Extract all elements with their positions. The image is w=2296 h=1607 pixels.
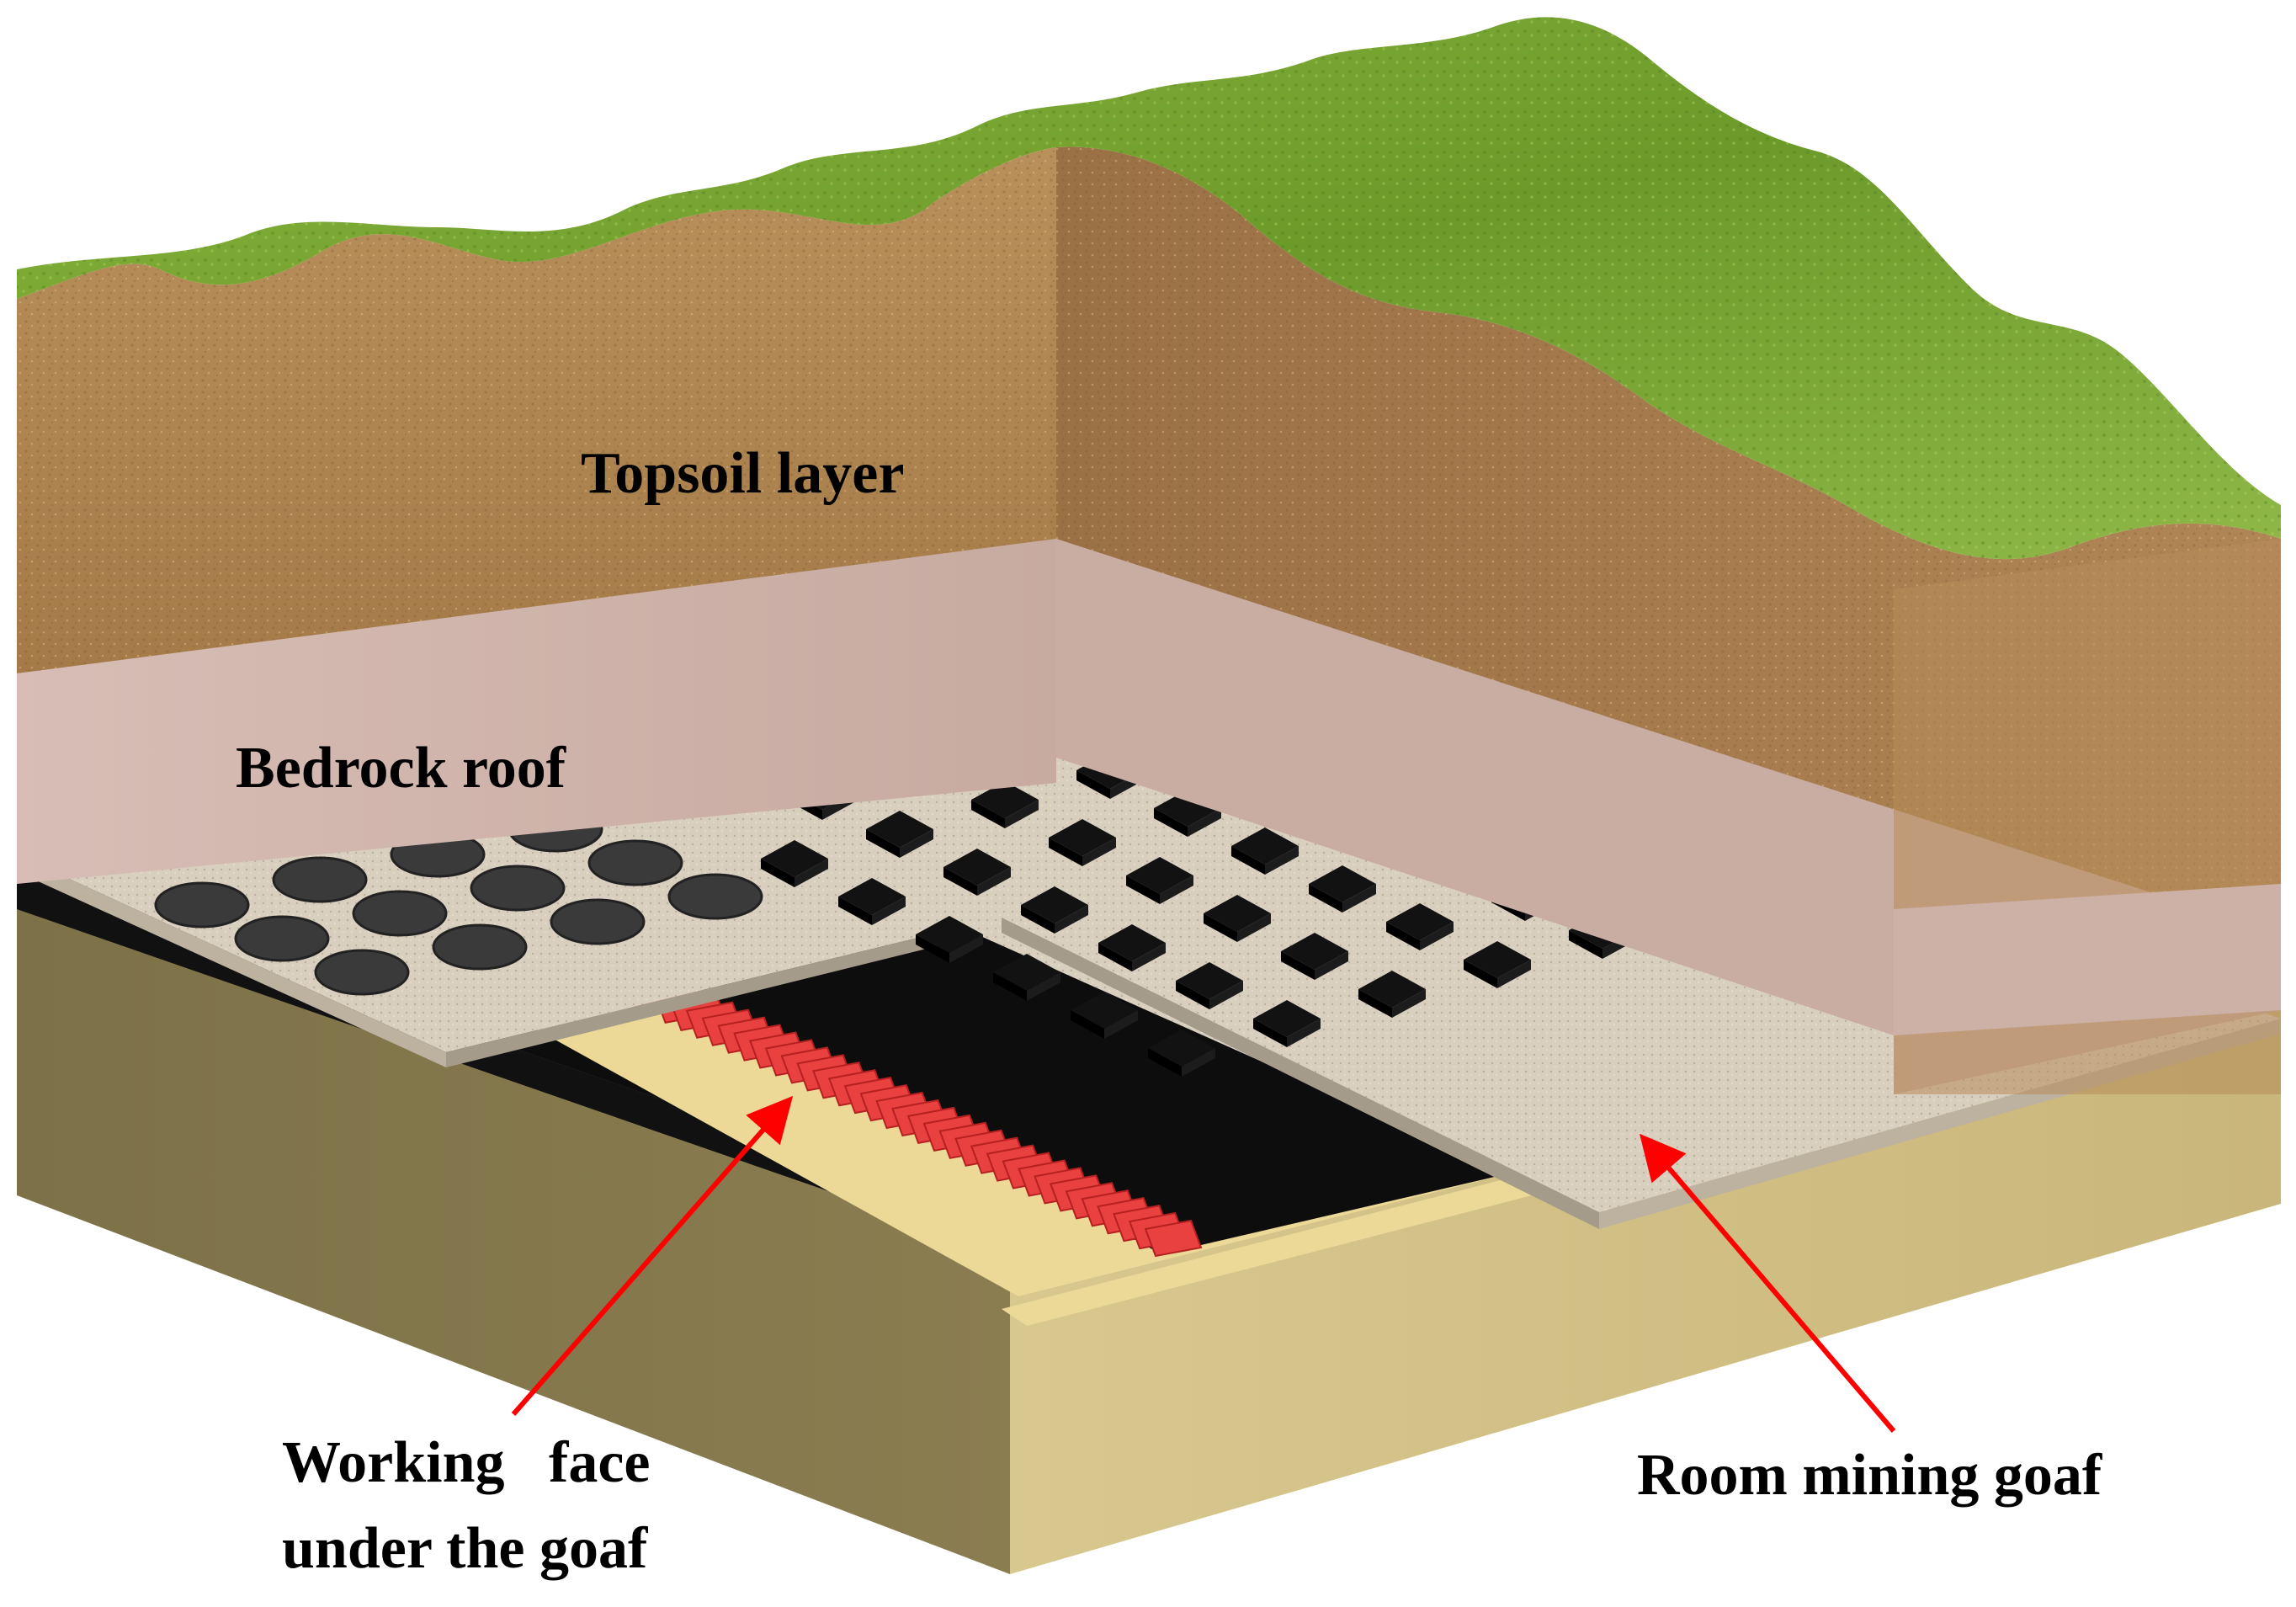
square-pillar-side bbox=[916, 934, 949, 963]
square-pillar-side bbox=[838, 897, 872, 925]
rounded-pillar bbox=[587, 839, 683, 886]
working-face-label-line1: Working face bbox=[282, 1430, 650, 1495]
room-goaf-label: Room mining goaf bbox=[1637, 1443, 2102, 1508]
rounded-pillar bbox=[470, 865, 566, 912]
square-pillar-side bbox=[866, 829, 900, 858]
labels: Topsoil layer Bedrock roof Working face … bbox=[236, 441, 2102, 1581]
square-pillar-side bbox=[1204, 913, 1237, 942]
square-pillar-side bbox=[900, 829, 933, 858]
square-pillar-side bbox=[1569, 930, 1602, 959]
working-face-supports bbox=[622, 971, 1203, 1258]
square-pillar-side bbox=[1098, 943, 1132, 971]
square-pillar-side bbox=[761, 859, 795, 887]
square-pillar-side bbox=[1082, 838, 1116, 866]
square-pillar-side bbox=[1176, 981, 1209, 1009]
square-pillar-side bbox=[1154, 808, 1188, 837]
square-pillar-side bbox=[1464, 960, 1497, 988]
square-pillar-side bbox=[872, 897, 906, 925]
square-pillar-side bbox=[1315, 951, 1348, 980]
rounded-pillar bbox=[154, 881, 250, 929]
square-pillar-side bbox=[1188, 808, 1221, 837]
square-pillar-side bbox=[1005, 800, 1039, 828]
square-pillar-side bbox=[1160, 875, 1193, 904]
square-pillar-side bbox=[949, 934, 983, 963]
rounded-pillar bbox=[432, 923, 528, 971]
square-pillar-side bbox=[1049, 838, 1082, 866]
working-face-label-line2: under the goaf bbox=[282, 1516, 648, 1581]
grass-surface bbox=[17, 17, 2281, 560]
square-pillar-side bbox=[1497, 960, 1531, 988]
square-pillar-side bbox=[1253, 1019, 1287, 1047]
square-pillar-side bbox=[977, 867, 1011, 896]
square-pillar-side bbox=[1071, 1010, 1104, 1039]
square-pillar-side bbox=[1132, 943, 1166, 971]
square-pillar-side bbox=[1342, 884, 1376, 913]
bedrock-label: Bedrock roof bbox=[236, 736, 566, 801]
square-pillar-side bbox=[1209, 981, 1243, 1009]
rounded-pillar bbox=[550, 898, 646, 945]
square-pillar-side bbox=[1237, 913, 1271, 942]
rounded-pillars bbox=[154, 806, 763, 996]
rounded-pillar bbox=[352, 890, 448, 937]
hydraulic-support bbox=[1144, 1219, 1203, 1258]
room-goaf-arrow bbox=[1639, 1133, 1896, 1433]
rounded-pillar bbox=[667, 873, 763, 920]
square-pillar-side bbox=[993, 972, 1027, 1001]
rounded-pillar bbox=[234, 915, 330, 962]
soil-block bbox=[17, 146, 2281, 1094]
square-pillar-side bbox=[1021, 905, 1055, 934]
square-pillar-side bbox=[1231, 846, 1265, 875]
rounded-pillar bbox=[272, 856, 368, 903]
square-pillar-side bbox=[1281, 951, 1315, 980]
annotation-arrows bbox=[511, 1095, 1896, 1433]
square-pillar-side bbox=[1027, 972, 1060, 1001]
square-pillar-side bbox=[795, 859, 828, 887]
rounded-pillar bbox=[314, 949, 410, 996]
square-pillar-side bbox=[1104, 1010, 1138, 1039]
square-pillar-side bbox=[1126, 875, 1160, 904]
square-pillar-side bbox=[971, 800, 1005, 828]
square-pillar-side bbox=[1148, 1048, 1182, 1077]
square-pillar-side bbox=[1076, 770, 1110, 799]
square-pillar-side bbox=[1055, 905, 1088, 934]
square-pillar-side bbox=[943, 867, 977, 896]
square-pillar-side bbox=[1420, 922, 1454, 950]
square-pillar-side bbox=[1392, 989, 1426, 1018]
square-pillar-side bbox=[1386, 922, 1420, 950]
square-pillar-side bbox=[1309, 884, 1342, 913]
topsoil-label: Topsoil layer bbox=[581, 441, 904, 506]
square-pillar-side bbox=[1287, 1019, 1321, 1047]
square-pillar-side bbox=[1182, 1048, 1215, 1077]
square-pillar-side bbox=[1358, 989, 1392, 1018]
square-pillar-side bbox=[1265, 846, 1299, 875]
working-face-arrow bbox=[511, 1095, 794, 1416]
